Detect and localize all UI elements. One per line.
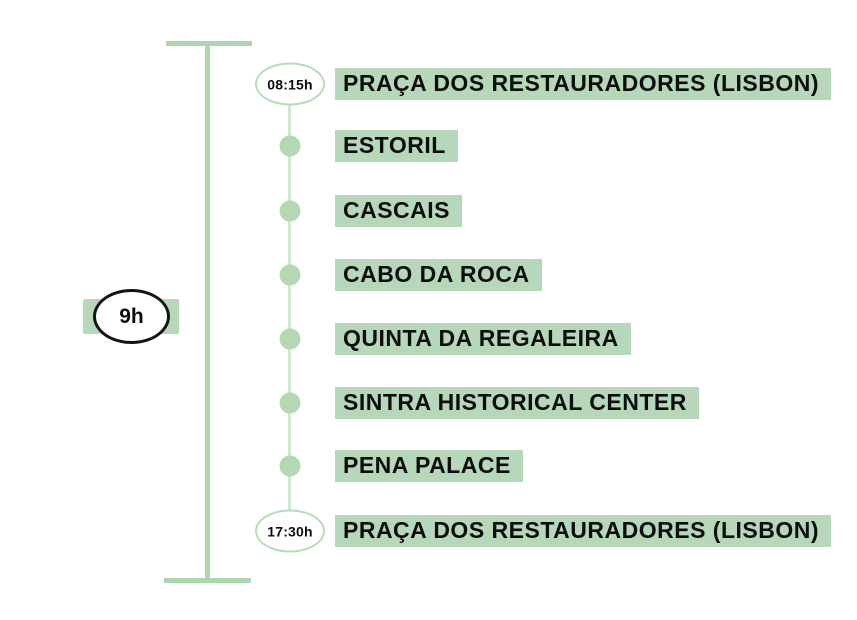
stop-dot-icon (279, 328, 301, 350)
timeline-connector-line (288, 86, 291, 531)
stop-label: CASCAIS (335, 195, 463, 227)
start-time-marker: 08:15h (255, 62, 325, 106)
stop-label: PENA PALACE (335, 450, 523, 482)
end-time-marker: 17:30h (255, 509, 325, 553)
stop-dot-icon (279, 264, 301, 286)
duration-badge: 9h (93, 289, 170, 344)
end-time-label: 17:30h (267, 523, 313, 539)
stop-dot-icon (279, 135, 301, 157)
frame-vertical-line (205, 41, 210, 583)
start-time-label: 08:15h (267, 76, 313, 92)
stop-label: SINTRA HISTORICAL CENTER (335, 387, 699, 419)
stop-label: PRAÇA DOS RESTAURADORES (LISBON) (335, 68, 832, 100)
frame-bottom-bar (164, 578, 251, 583)
stop-dot-icon (279, 392, 301, 414)
stop-label: QUINTA DA REGALEIRA (335, 323, 631, 355)
stop-dot-icon (279, 455, 301, 477)
stop-label: CABO DA ROCA (335, 259, 542, 291)
stop-label: ESTORIL (335, 130, 458, 162)
duration-label: 9h (119, 304, 144, 328)
stop-label: PRAÇA DOS RESTAURADORES (LISBON) (335, 515, 832, 547)
stop-dot-icon (279, 200, 301, 222)
